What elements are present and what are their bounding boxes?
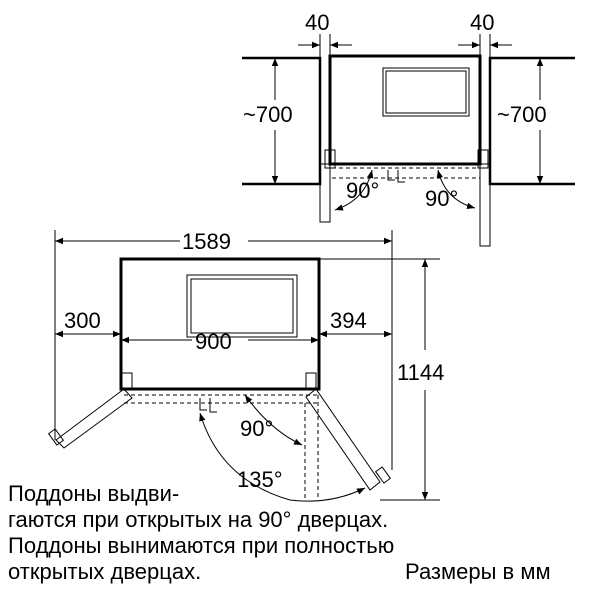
top-niche-view: 40 40 ~700 ~700 90° 90° xyxy=(242,10,575,247)
caption-line-4: открытых дверцах. xyxy=(8,559,201,584)
total-width-label: 1589 xyxy=(182,229,231,254)
units-note: Размеры в мм xyxy=(405,559,551,584)
top-right-hinge xyxy=(477,149,489,169)
top-right-depth-label: ~700 xyxy=(497,102,547,127)
right-clearance-label: 394 xyxy=(330,308,367,333)
body-width-label: 900 xyxy=(195,329,232,354)
top-left-door xyxy=(319,163,331,223)
caption: Поддоны выдви- гаются при открытых на 90… xyxy=(8,481,551,584)
top-left-depth-label: ~700 xyxy=(243,102,293,127)
depth-label: 1144 xyxy=(397,360,444,385)
bottom-90-angle-label: 90° xyxy=(240,416,273,441)
bottom-135-angle-arc xyxy=(199,412,366,502)
caption-line-2: гаются при открытых на 90° дверцах. xyxy=(8,507,388,532)
top-drawer-symbol xyxy=(387,170,405,183)
top-left-gap-label: 40 xyxy=(305,10,329,35)
bottom-left-door-handle xyxy=(47,428,65,446)
bottom-right-door xyxy=(305,388,381,491)
bottom-left-door xyxy=(55,388,133,449)
top-right-angle-label: 90° xyxy=(425,186,458,211)
top-fridge-display xyxy=(382,67,470,117)
top-right-door xyxy=(479,163,491,247)
bottom-135-angle-label: 135° xyxy=(237,467,283,492)
top-right-gap-label: 40 xyxy=(470,10,494,35)
top-fridge-display-inner xyxy=(385,70,467,114)
caption-line-3: Поддоны вынимаются при полностью xyxy=(8,533,394,558)
bottom-clearance-view: 1589 300 900 394 1144 90° 135° xyxy=(47,229,444,502)
bottom-right-hinge xyxy=(305,372,317,390)
bottom-left-hinge xyxy=(121,372,133,390)
top-right-angle-arc xyxy=(436,169,476,210)
left-clearance-label: 300 xyxy=(64,308,101,333)
bottom-right-door-handle xyxy=(374,466,392,484)
top-left-angle-arc xyxy=(334,169,374,211)
top-left-angle-label: 90° xyxy=(346,178,379,203)
bottom-fridge-display xyxy=(186,274,298,338)
bottom-fridge-body xyxy=(119,257,321,391)
niche-left-wall xyxy=(242,56,322,186)
bottom-fridge-display-inner xyxy=(190,278,294,334)
top-fridge-body xyxy=(328,54,482,166)
niche-right-wall xyxy=(488,56,575,186)
caption-line-1: Поддоны выдви- xyxy=(8,481,179,506)
